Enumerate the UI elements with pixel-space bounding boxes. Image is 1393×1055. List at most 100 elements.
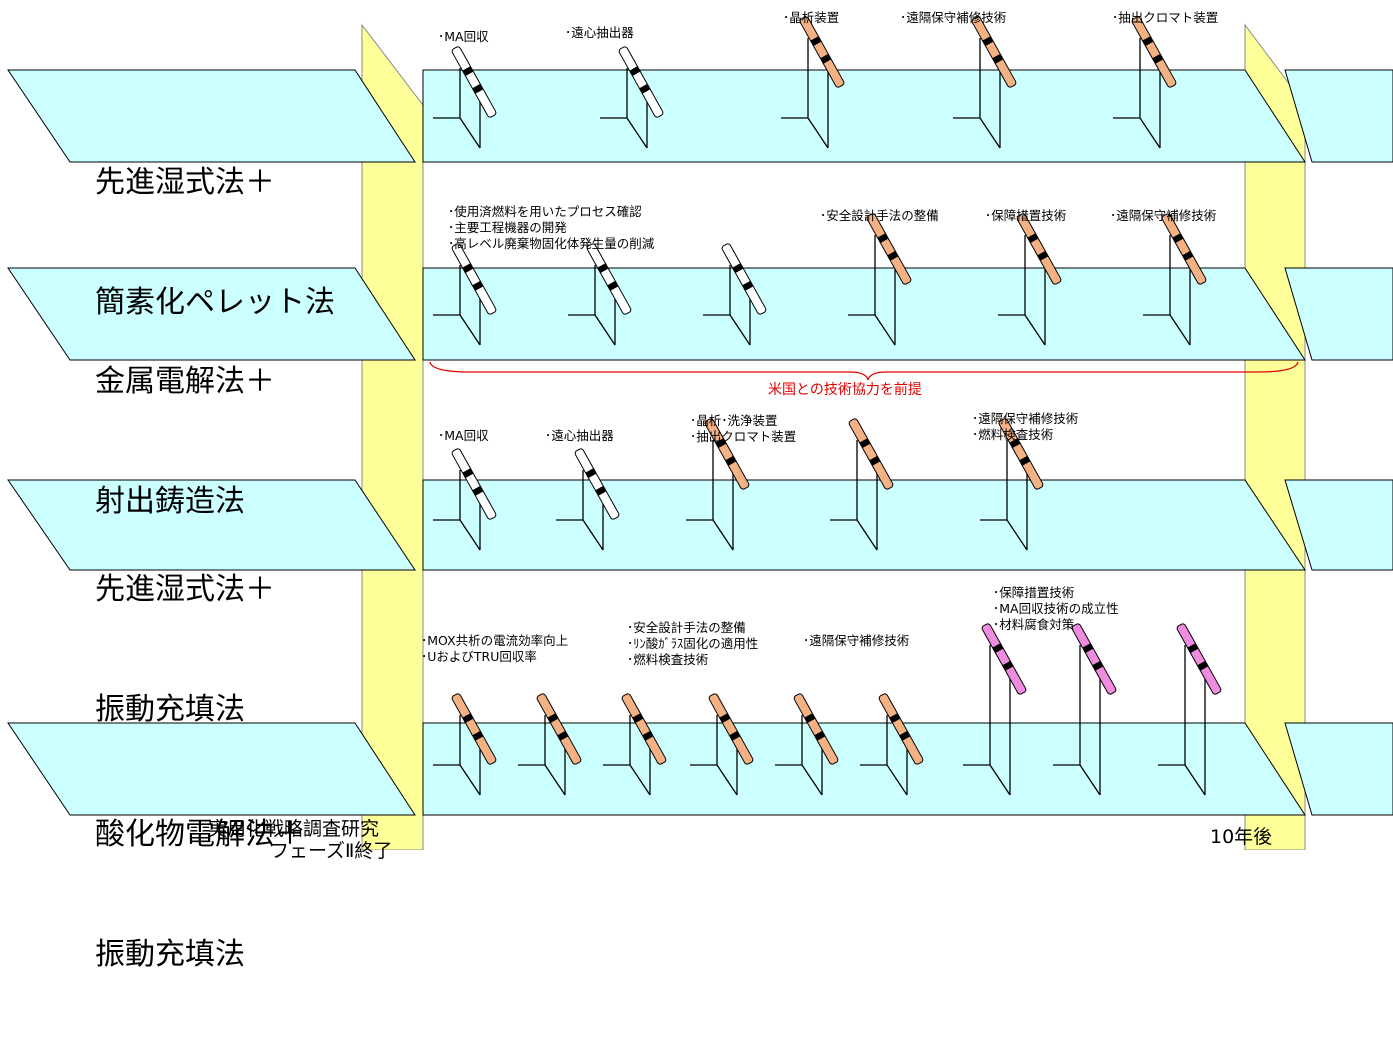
hurdle-bar-body — [574, 448, 620, 520]
hurdle-bar-body — [793, 693, 839, 765]
hurdle-bar-stripe — [607, 280, 619, 291]
lane-2-hurdle-5 — [998, 213, 1062, 346]
lane-2-hurdle-2 — [568, 243, 632, 346]
hurdle-bar-stripe — [804, 713, 816, 724]
hurdle-bar-stripe — [1182, 250, 1194, 261]
hurdle-bar-body — [866, 213, 912, 285]
hurdle-bar-stripe — [1092, 660, 1104, 671]
hurdle-bar-body — [451, 448, 497, 520]
lane-2-track — [422, 267, 1306, 361]
hurdle-foot — [807, 117, 829, 149]
hurdle-foot — [1139, 117, 1161, 149]
lane-3-note-4: ･遠隔保守補修技術 ･燃料検査技術 — [972, 411, 1079, 442]
hurdle-bar-body — [721, 243, 767, 315]
hurdle-foot — [582, 519, 604, 551]
hurdle-bar — [586, 243, 632, 315]
hurdle-bar — [1176, 623, 1222, 695]
hurdle-bar — [451, 448, 497, 520]
lane-4-hurdle-2 — [518, 693, 582, 796]
lane-4-hurdle-1 — [433, 693, 497, 796]
hurdle-bar-stripe — [719, 713, 731, 724]
hurdle-bar — [451, 46, 497, 118]
hurdle-foot — [1079, 764, 1101, 796]
lane-1-hurdle-2 — [600, 46, 664, 149]
hurdle-foot — [729, 314, 751, 346]
hurdle-bar — [799, 16, 845, 88]
hurdle-bar-stripe — [820, 53, 832, 64]
lane-4-hurdle-4 — [690, 693, 754, 796]
hurdle-bar-stripe — [597, 263, 609, 274]
hurdle-bar-stripe — [877, 233, 889, 244]
hurdle-bar — [1071, 623, 1117, 695]
hurdle-bar-stripe — [462, 468, 474, 479]
hurdle-bar-stripe — [1187, 643, 1199, 654]
lane-1-note-1: ･MA回収 — [438, 29, 489, 44]
lane-1-track-end — [1284, 69, 1393, 163]
lane-4-note-2: ･安全設計手法の整備 ･ﾘﾝ酸ｶﾞﾗｽ固化の適用性 ･燃料検査技術 — [627, 620, 759, 667]
hurdle-bar-stripe — [595, 485, 607, 496]
lane-4-hurdle-3 — [603, 693, 667, 796]
hurdle-bar-body — [971, 16, 1017, 88]
hurdle-foot — [629, 764, 651, 796]
hurdle-foot — [459, 519, 481, 551]
cooperation-brace — [429, 361, 1299, 381]
hurdle-foot — [459, 764, 481, 796]
hurdle-foot — [459, 314, 481, 346]
lane-4-title-band — [7, 722, 416, 816]
hurdle-bar-body — [848, 418, 894, 490]
lane-1-hurdle-5 — [1113, 16, 1177, 149]
hurdle-bar-stripe — [810, 36, 822, 47]
hurdle-foot — [1006, 519, 1028, 551]
hurdle-bar — [793, 693, 839, 765]
hurdle-bar — [704, 418, 750, 490]
lane-4-hurdle-9 — [1158, 623, 1222, 796]
hurdle-bar-stripe — [632, 713, 644, 724]
hurdle-bar-stripe — [472, 83, 484, 94]
lane-3-title-band — [7, 479, 416, 571]
lane-4-note-4: ･保障措置技術 ･MA回収技術の成立性 ･材料腐食対策 — [993, 585, 1119, 632]
hurdle-bar-body — [981, 623, 1027, 695]
hurdle-bar-stripe — [472, 730, 484, 741]
lane-3-note-2: ･遠心抽出器 — [545, 428, 614, 443]
lane-3-track — [422, 479, 1306, 571]
lane-4-hurdle-7 — [963, 623, 1027, 796]
hurdle-bar-stripe — [547, 713, 559, 724]
hurdle-bar — [981, 623, 1027, 695]
hurdle-foot — [856, 519, 878, 551]
hurdle-bar-stripe — [1009, 438, 1021, 449]
lane-2-note-4: ･遠隔保守補修技術 — [1110, 208, 1217, 223]
lane-3-note-1: ･MA回収 — [438, 428, 489, 443]
hurdle-bar — [536, 693, 582, 765]
lane-2-note-3: ･保障措置技術 — [985, 208, 1067, 223]
lane-4-hurdle-5 — [775, 693, 839, 796]
hurdle-foot — [712, 519, 734, 551]
pillar-end — [1244, 23, 1306, 850]
hurdle-bar-stripe — [639, 83, 651, 94]
hurdle-bar — [721, 243, 767, 315]
hurdle-bar-stripe — [742, 280, 754, 291]
hurdle-foot — [886, 764, 908, 796]
hurdle-bar — [848, 418, 894, 490]
lane-1-note-4: ･遠隔保守補修技術 — [900, 10, 1007, 25]
hurdle-bar-body — [451, 46, 497, 118]
hurdle-bar-stripe — [725, 455, 737, 466]
hurdle-bar-stripe — [1037, 250, 1049, 261]
hurdle-bar — [1131, 16, 1177, 88]
lane-3-title-line1: 先進湿式法＋ — [95, 572, 275, 607]
lane-1-hurdle-3 — [781, 16, 845, 149]
lane-2-title-band — [7, 267, 416, 361]
hurdle-bar-stripe — [899, 730, 911, 741]
lane-3-hurdle-3 — [686, 418, 750, 551]
hurdle-foot — [1169, 314, 1191, 346]
hurdle-bar-body — [536, 693, 582, 765]
lane-1-note-2: ･遠心抽出器 — [565, 25, 634, 40]
roadmap-diagram: 先進湿式法＋ 簡素化ペレット法 金属電解法＋ 射出鋳造法 先進湿式法＋ 振動充填… — [7, 10, 1393, 972]
hurdle-bar — [1016, 213, 1062, 285]
lane-4-track-end — [1284, 722, 1393, 816]
hurdle-bar-body — [451, 243, 497, 315]
hurdle-bar-stripe — [889, 713, 901, 724]
hurdle-bar — [621, 693, 667, 765]
lane-2-hurdle-6 — [1143, 213, 1207, 346]
hurdle-foot — [716, 764, 738, 796]
hurdle-bar — [998, 418, 1044, 490]
